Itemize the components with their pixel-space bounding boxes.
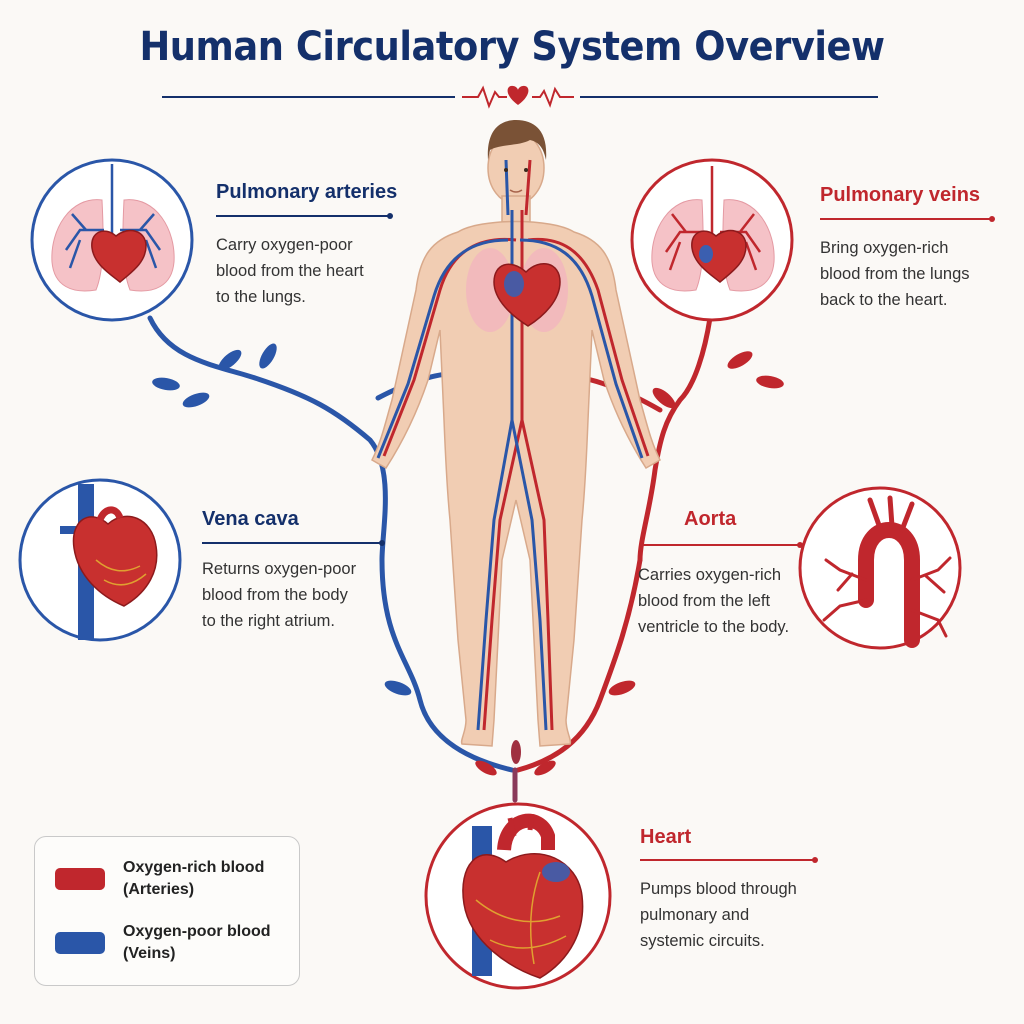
- page-title: Human Circulatory System Overview: [139, 24, 885, 70]
- legend-label-arteries: Oxygen-rich blood (Arteries): [123, 859, 265, 898]
- heartbeat-left-icon: [462, 85, 507, 109]
- aorta-description: Carries oxygen-rich blood from the left …: [638, 566, 790, 636]
- pulmonary-arteries-label: Pulmonary arteries: [216, 181, 398, 203]
- legend-swatch-veins: [55, 932, 105, 954]
- pulmonary-veins-circle: [630, 158, 794, 322]
- vena-cava-label: Vena cava: [202, 508, 299, 530]
- legend-item-veins: Oxygen-poor blood (Veins): [55, 921, 271, 965]
- legend: Oxygen-rich blood (Arteries) Oxygen-poor…: [34, 836, 300, 986]
- heart-circle: [424, 802, 612, 990]
- heartbeat-right-icon: [532, 86, 574, 108]
- vena-cava-connector: [379, 557, 515, 773]
- vena-cava-description: Returns oxygen-poor blood from the body …: [202, 560, 357, 630]
- title-heart-icon: [507, 85, 529, 105]
- aorta-circle: [798, 486, 962, 650]
- lungs-with-heart-icon: [651, 166, 775, 292]
- aorta-connector: [515, 557, 643, 773]
- human-figure: [371, 120, 661, 747]
- callout-underlines: [202, 213, 995, 863]
- vena-cava-circle: [18, 478, 182, 642]
- title-divider: [162, 85, 878, 109]
- heart-description: Pumps blood through pulmonary and system…: [640, 880, 797, 950]
- lungs-with-heart-icon: [51, 164, 175, 292]
- heart-icon: [462, 813, 584, 979]
- aorta-label: Aorta: [684, 508, 737, 530]
- legend-swatch-arteries: [55, 868, 105, 890]
- pulmonary-veins-label: Pulmonary veins: [820, 184, 981, 206]
- aortic-arch-icon: [822, 495, 952, 648]
- pulmonary-veins-description: Bring oxygen-rich blood from the lungs b…: [820, 239, 970, 309]
- pulmonary-arteries-circle: [30, 158, 194, 322]
- pulmonary-arteries-connector: [147, 315, 388, 563]
- legend-label-veins: Oxygen-poor blood (Veins): [123, 923, 271, 962]
- heart-label: Heart: [640, 826, 692, 848]
- pulmonary-arteries-description: Carry oxygen-poor blood from the heart t…: [216, 236, 364, 306]
- pulmonary-veins-connector: [637, 315, 713, 563]
- connector-leaves: [152, 343, 784, 776]
- heart-with-vena-cava-icon: [60, 484, 158, 640]
- legend-item-arteries: Oxygen-rich blood (Arteries): [55, 857, 264, 901]
